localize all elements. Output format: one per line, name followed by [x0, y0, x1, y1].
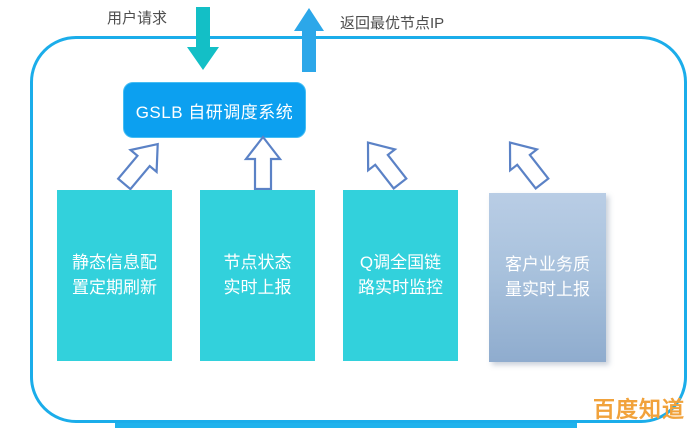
flow-arrow-up-right-icon — [116, 142, 159, 191]
response-label: 返回最优节点IP — [340, 15, 445, 32]
source-box-link-monitor: Q调全国链 路实时监控 — [343, 190, 458, 361]
source-box-label-line: Q调全国链 — [359, 253, 442, 273]
response-up-arrow-icon — [294, 8, 324, 72]
watermark: 百度知道 — [593, 397, 686, 422]
source-box-static-config: 静态信息配 置定期刷新 — [57, 190, 172, 361]
source-box-label-line: 实时上报 — [223, 277, 292, 297]
bottom-accent-bar — [115, 423, 577, 428]
system-boundary-frame — [30, 36, 687, 423]
source-box-label-line: 路实时监控 — [358, 277, 443, 297]
source-box-node-status: 节点状态 实时上报 — [200, 190, 315, 361]
flow-arrow-up-left-icon — [508, 141, 550, 190]
source-box-label-line: 节点状态 — [223, 253, 292, 273]
source-box-label-line: 客户业务质 — [505, 255, 590, 275]
flow-arrow-up-icon — [243, 135, 283, 191]
flow-arrow-up-left-icon — [366, 141, 408, 190]
source-box-label-line: 静态信息配 — [72, 253, 157, 273]
user-request-label: 用户请求 — [107, 10, 168, 27]
gslb-system-box: GSLB 自研调度系统 — [123, 82, 306, 138]
user-request-down-arrow-icon — [187, 7, 219, 70]
gslb-system-label: GSLB 自研调度系统 — [135, 102, 294, 122]
source-box-label-line: 量实时上报 — [505, 279, 590, 299]
source-box-customer-quality: 客户业务质 量实时上报 — [489, 193, 606, 362]
source-box-label-line: 置定期刷新 — [72, 277, 157, 297]
